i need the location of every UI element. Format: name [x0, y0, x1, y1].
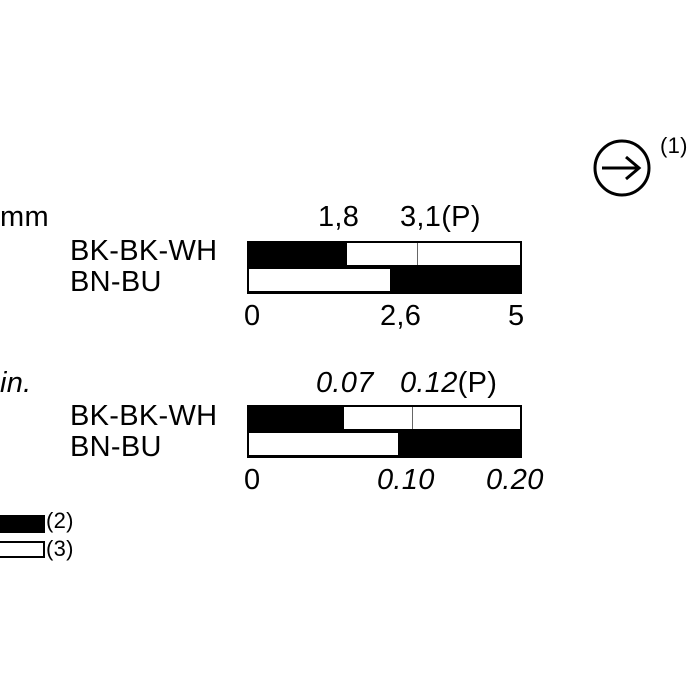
arrow-marker-label: (1) [660, 133, 688, 158]
unit-label: mm [0, 201, 49, 233]
row-label-bk-bk-wh: BK-BK-WH [70, 400, 218, 432]
top-label-1: 1,8 [318, 201, 360, 233]
key-label-empty: (3) [46, 536, 74, 561]
bottom-label-1: 0.10 [377, 464, 435, 496]
scale-line [247, 456, 522, 458]
bottom-label-0: 0 [244, 300, 261, 332]
bar-bn-bu [247, 267, 522, 293]
top-label-2-suffix: (P) [441, 201, 481, 233]
bar-fill [389, 269, 520, 291]
row-label-bk-bk-wh: BK-BK-WH [70, 235, 218, 267]
top-label-2-value: 0.12 [400, 367, 458, 399]
bar-bk-bk-wh [247, 241, 522, 267]
top-label-1: 0.07 [316, 367, 374, 399]
top-label-2: 0.12(P) [400, 369, 497, 398]
bottom-label-2: 5 [508, 300, 525, 332]
top-label-2: 3,1(P) [400, 203, 481, 232]
arrow-right-circle-icon [593, 139, 651, 197]
top-label-2-suffix: (P) [457, 367, 498, 399]
key-swatch-empty [0, 541, 45, 558]
row-label-bn-bu: BN-BU [70, 431, 162, 463]
row-label-bn-bu: BN-BU [70, 266, 162, 298]
bar-bn-bu [247, 431, 522, 457]
key-label-filled: (2) [46, 508, 74, 533]
bar-bk-bk-wh [247, 405, 522, 431]
bar-fill [398, 433, 520, 455]
bar-marker-line [417, 243, 419, 265]
bottom-label-1: 2,6 [380, 300, 422, 332]
bar-fill [249, 407, 344, 429]
scale-line [247, 292, 522, 294]
key-swatch-filled [0, 515, 45, 533]
bar-marker-line [411, 407, 413, 429]
bottom-label-2: 0.20 [486, 464, 544, 496]
top-label-2-value: 3,1 [400, 201, 442, 233]
bottom-label-0: 0 [244, 464, 261, 496]
bar-fill [249, 243, 347, 265]
unit-label: in. [0, 367, 32, 399]
